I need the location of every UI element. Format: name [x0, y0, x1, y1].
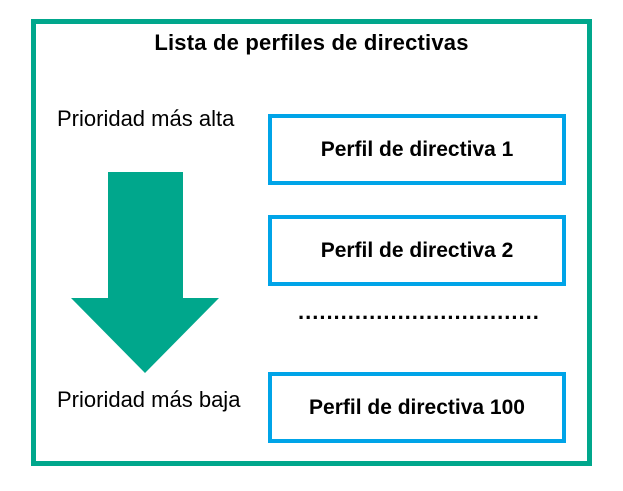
down-arrow-head [71, 298, 219, 373]
policy-profile-label-100: Perfil de directiva 100 [309, 395, 525, 419]
policy-profile-label-1: Perfil de directiva 1 [320, 137, 514, 161]
priority-low-label: Prioridad más baja [57, 387, 241, 412]
policy-profile-box-2: Perfil de directiva 2 [268, 215, 566, 286]
ellipsis-dots: .................................. [298, 300, 540, 324]
diagram-title: Lista de perfiles de directivas [154, 30, 469, 55]
priority-high-label: Prioridad más alta [57, 106, 235, 131]
policy-profile-box-1: Perfil de directiva 1 [268, 114, 566, 185]
down-arrow-shaft [108, 172, 183, 299]
policy-profile-box-100: Perfil de directiva 100 [268, 372, 566, 443]
policy-profile-label-2: Perfil de directiva 2 [320, 238, 514, 262]
